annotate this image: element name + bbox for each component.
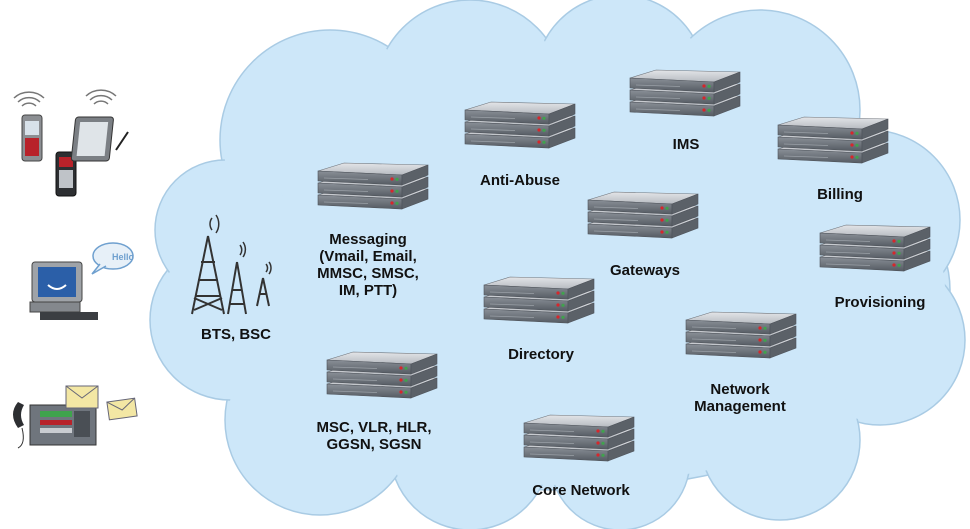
server-messaging-icon [318,163,428,209]
server-billing-icon [778,117,888,163]
server-ims-icon [630,70,740,116]
server-provisioning-icon [820,225,930,271]
cell-tower-icon [191,214,272,315]
label-directory: Directory [508,346,574,363]
label-core-network: Core Network [532,482,630,499]
label-provisioning: Provisioning [834,294,926,311]
label-billing: Billing [817,186,863,203]
server-directory-icon [484,277,594,323]
server-anti-abuse-icon [465,102,575,148]
label-network-management: Network Management [694,381,786,415]
label-gateways: Gateways [609,262,681,279]
label-msc-vlr-hlr: MSC, VLR, HLR, GGSN, SGSN [316,419,432,453]
server-network-management-icon [686,312,796,358]
label-anti-abuse: Anti-Abuse [480,172,560,189]
server-core-network-icon [524,415,634,461]
hello-bubble-text: Hello [112,252,135,262]
mobile-devices-icon [13,89,129,197]
label-messaging: Messaging (Vmail, Email, MMSC, SMSC, IM,… [317,231,419,299]
label-bts-bsc: BTS, BSC [200,326,271,343]
desktop-computer-icon [29,242,134,320]
server-gateways-icon [588,192,698,238]
server-msc-icon [327,352,437,398]
fax-email-icon [13,385,138,449]
label-ims: IMS [672,136,700,153]
